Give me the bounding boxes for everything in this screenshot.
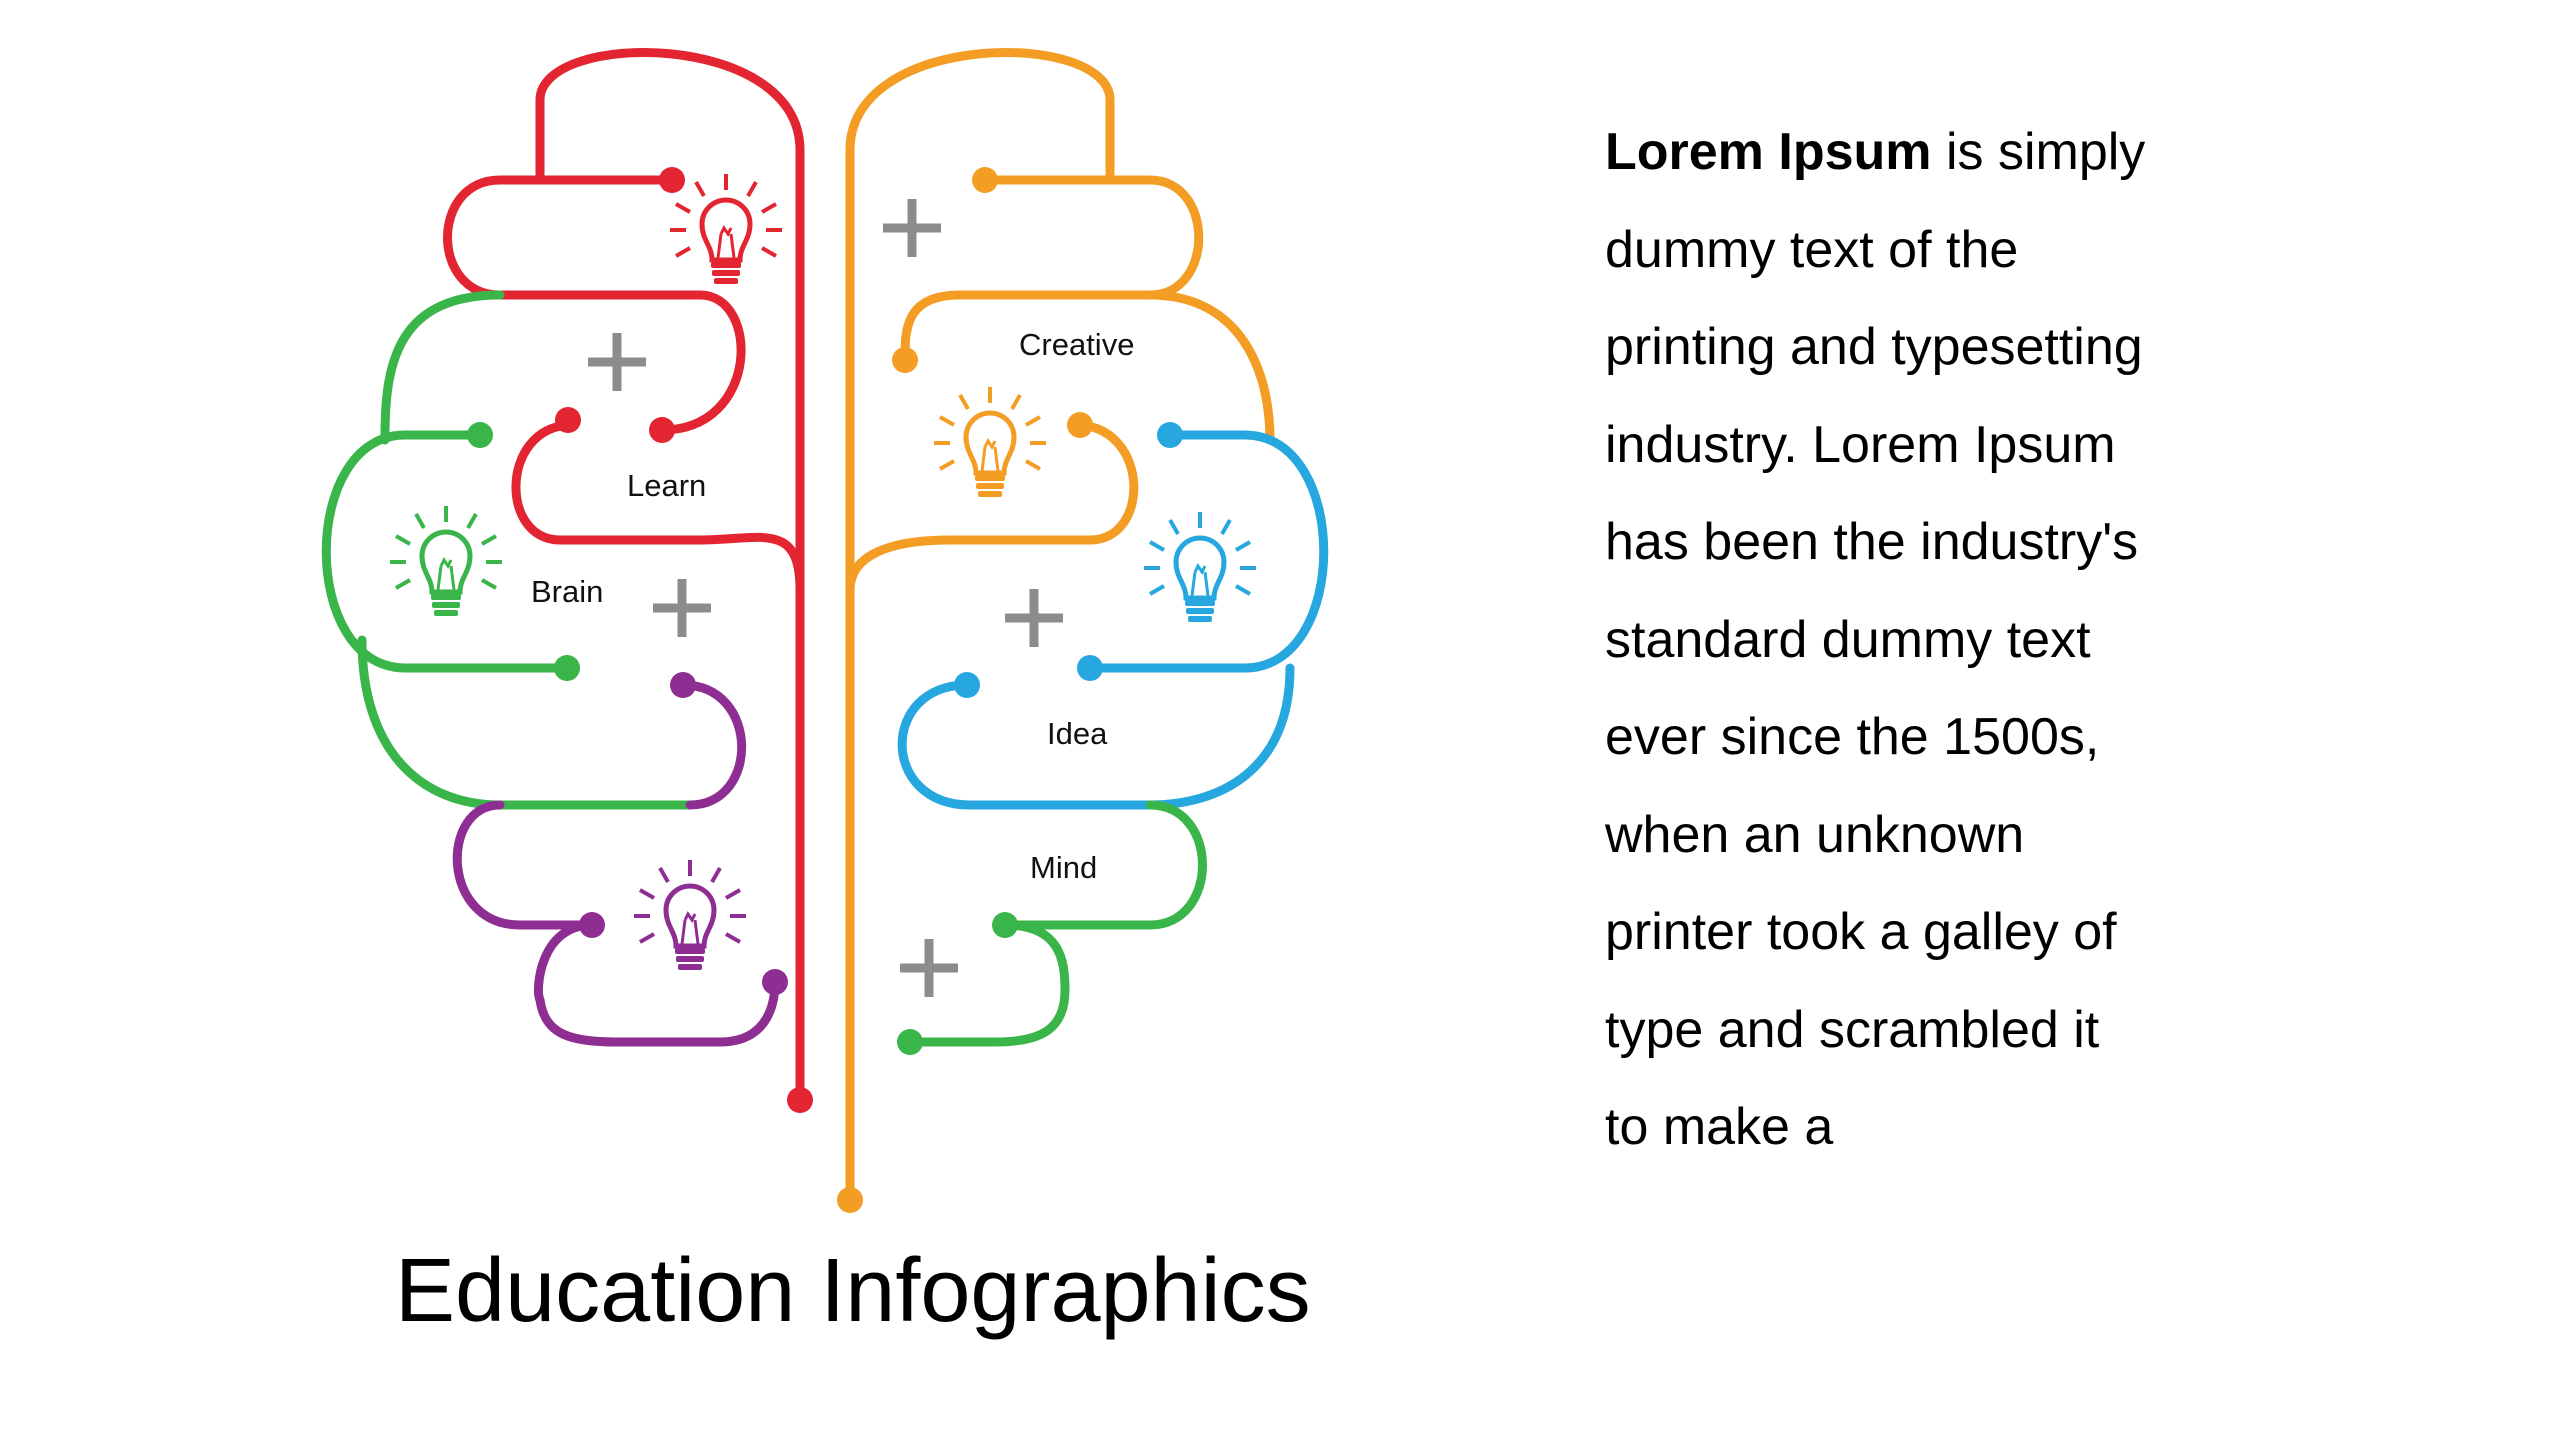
page-title: Education Infographics [395, 1241, 1311, 1341]
green-dot [992, 912, 1018, 938]
blue-branch-line [1085, 430, 1329, 673]
description-line: dummy text of the [1605, 220, 2019, 279]
purple-branch-line [534, 920, 780, 1047]
purple-dot [670, 672, 696, 698]
green-dot [554, 655, 580, 681]
orange-dot [892, 347, 918, 373]
green-branch-line [1000, 800, 1207, 930]
red-dot [659, 167, 685, 193]
red-dot [649, 417, 675, 443]
green-dot [897, 1029, 923, 1055]
label-brain: Brain [531, 574, 603, 609]
description-line: standard dummy text [1605, 610, 2091, 669]
plus-icon [883, 199, 941, 257]
description-line: industry. Lorem Ipsum [1605, 415, 2116, 474]
description-line: when an unknown [1605, 805, 2025, 864]
plus-icon [588, 333, 646, 391]
label-learn: Learn [627, 468, 706, 503]
description-line: to make a [1605, 1098, 1834, 1156]
lightbulb-icon [634, 860, 746, 970]
description-lead: Lorem Ipsum [1605, 123, 1932, 181]
red-dot [555, 407, 581, 433]
description-text: Lorem Ipsum is simply dummy text of the pr… [1605, 104, 2285, 1177]
plus-icon [1005, 589, 1063, 647]
blue-dot [954, 672, 980, 698]
orange-branch-line [845, 290, 1275, 595]
lightbulb-icon [934, 387, 1046, 497]
plus-icon [653, 579, 711, 637]
red-branch-line [443, 175, 746, 435]
green-dot [467, 422, 493, 448]
lightbulb-icon [390, 506, 502, 616]
lightbulb-icon [1144, 512, 1256, 622]
blue-dot [1077, 655, 1103, 681]
purple-dot [579, 912, 605, 938]
description-line: printing and typesetting [1605, 318, 2143, 376]
purple-dot [762, 969, 788, 995]
label-mind: Mind [1030, 850, 1097, 885]
red-branch-line [535, 48, 805, 1105]
purple-branch-line [452, 680, 747, 930]
label-idea: Idea [1047, 716, 1108, 751]
lightbulb-icon [670, 174, 782, 284]
orange-dot [972, 167, 998, 193]
plus-icon [900, 939, 958, 997]
description-line: is simply [1931, 123, 2146, 181]
description-line: printer took a galley of [1605, 903, 2117, 961]
green-branch-line [357, 430, 695, 810]
description-line: type and scrambled it [1605, 1000, 2100, 1059]
red-branch-line [511, 420, 805, 595]
description-line: ever since the 1500s, [1605, 708, 2100, 766]
green-branch-line [321, 290, 572, 673]
orange-dot [837, 1187, 863, 1213]
orange-branch-line [845, 48, 1115, 1205]
red-dot [787, 1087, 813, 1113]
label-creative: Creative [1019, 327, 1134, 362]
blue-dot [1157, 422, 1183, 448]
blue-branch-line [897, 663, 1295, 810]
description-line: has been the industry's [1605, 513, 2139, 571]
green-branch-line [905, 920, 1070, 1047]
orange-dot [1067, 412, 1093, 438]
